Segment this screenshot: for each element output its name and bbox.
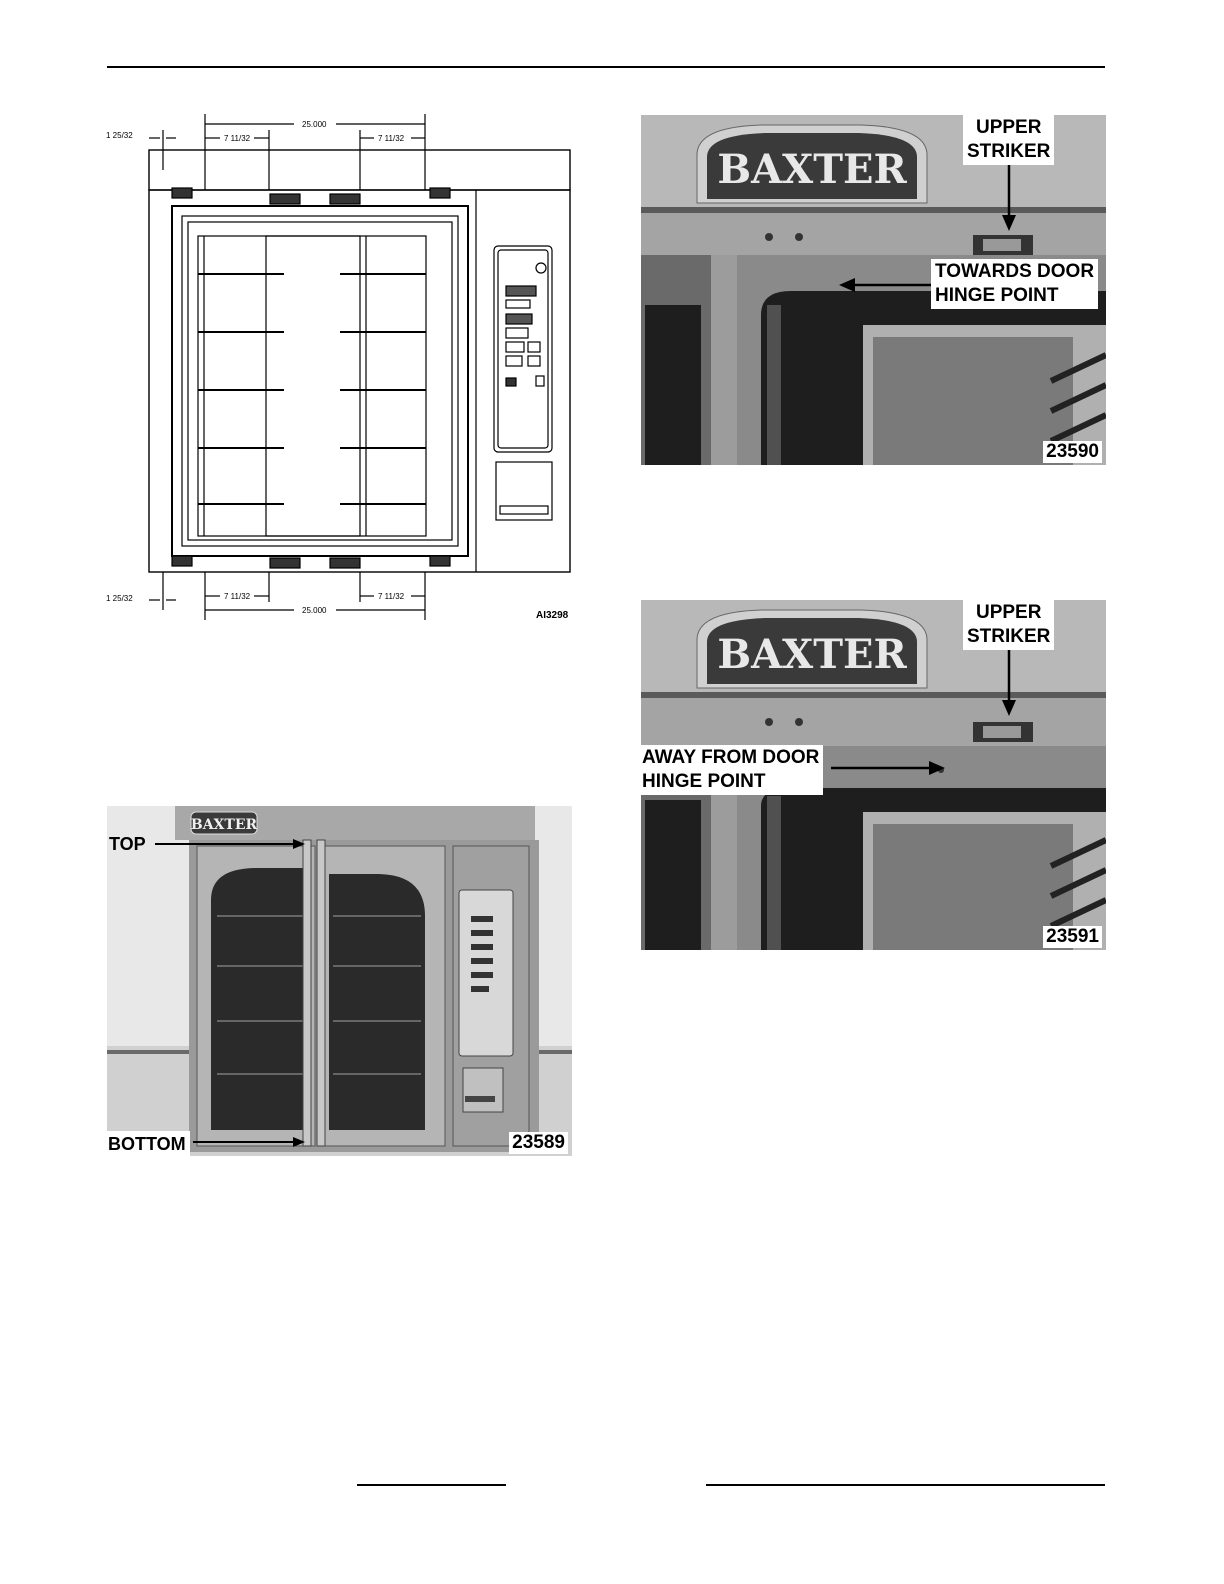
photo-oven-front: BAXTER TOP BOTTOM 2358 <box>107 806 572 1156</box>
dim-overall-top: 25.000 <box>302 120 327 129</box>
dim-inner-bottom-left: 7 11/32 <box>224 592 251 601</box>
dimension-drawing: 25.000 7 11/32 7 11/32 1 25/32 1 25/32 7… <box>104 110 584 630</box>
label-upper-striker-2: UPPER STRIKER <box>963 600 1054 650</box>
dim-inner-bottom-right: 7 11/32 <box>378 592 405 601</box>
label-top: TOP <box>109 832 146 856</box>
photo-upper-striker-towards: BAXTER UPPER STRIKER TOWARDS DOOR HINGE … <box>641 115 1106 465</box>
label-towards-hinge: TOWARDS DOOR HINGE POINT <box>931 259 1098 309</box>
footer-rule-right <box>706 1484 1105 1486</box>
oven-line-drawing: 25.000 7 11/32 7 11/32 1 25/32 1 25/32 7… <box>104 110 584 630</box>
brand-badge-front: BAXTER <box>191 817 258 833</box>
drawing-code: AI3298 <box>536 610 569 621</box>
header-rule <box>107 66 1105 68</box>
oven-front-illustration: BAXTER <box>107 806 572 1156</box>
dim-edge-top: 1 25/32 <box>106 131 133 140</box>
photo-number-23591: 23591 <box>1043 926 1102 948</box>
brand-badge-2: BAXTER <box>717 631 907 678</box>
photo-number-23589: 23589 <box>509 1132 568 1154</box>
dim-overall-bottom: 25.000 <box>302 606 327 615</box>
footer-rule-left <box>357 1484 506 1486</box>
dim-edge-bottom: 1 25/32 <box>106 594 133 603</box>
brand-badge-1: BAXTER <box>717 146 907 193</box>
dim-inner-top-left: 7 11/32 <box>224 134 251 143</box>
label-bottom: BOTTOM <box>107 1131 190 1156</box>
dim-inner-top-right: 7 11/32 <box>378 134 405 143</box>
label-away-from-hinge: AWAY FROM DOOR HINGE POINT <box>641 745 823 795</box>
photo-number-23590: 23590 <box>1043 441 1102 463</box>
photo-upper-striker-away: BAXTER UPPER STRIKER AWAY FROM DOOR HING… <box>641 600 1106 950</box>
label-upper-striker-1: UPPER STRIKER <box>963 115 1054 165</box>
